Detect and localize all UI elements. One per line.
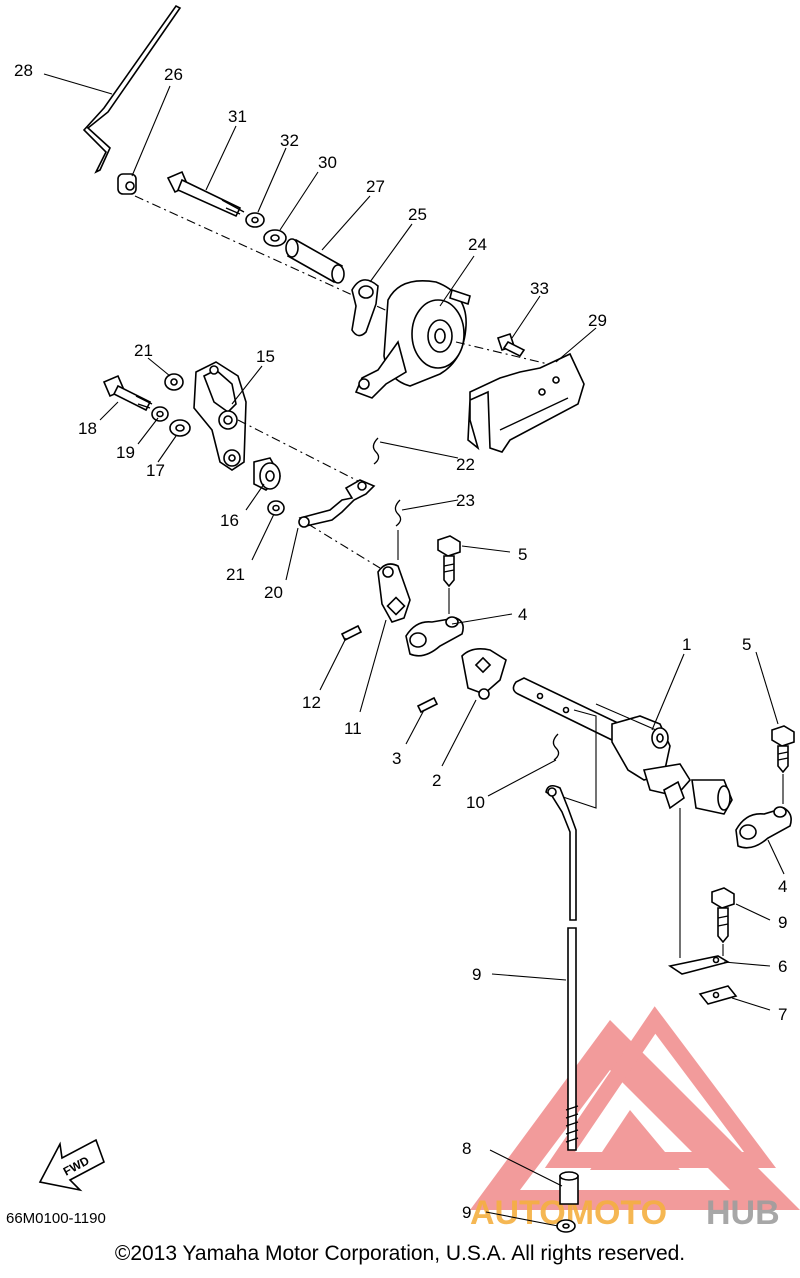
part-1-shaft (512, 677, 733, 815)
part-4-bracket-upper (405, 616, 464, 657)
part-2-bracket (461, 648, 507, 700)
label-2: 2 (432, 771, 441, 790)
part-31-bolt (166, 170, 245, 218)
part-4-bracket-right (735, 806, 792, 849)
label-17: 17 (146, 461, 165, 480)
part-21-washer-upper (164, 373, 184, 391)
label-32: 32 (280, 131, 299, 150)
part-5-bolt-right (771, 725, 795, 804)
part-14-pin (340, 624, 363, 642)
label-12: 10 (466, 793, 485, 812)
label-31: 31 (228, 107, 247, 126)
part-26-clip (117, 173, 137, 195)
part-9-rod (545, 784, 579, 1151)
label-28: 28 (14, 61, 33, 80)
part-6-plate (667, 955, 731, 975)
label-4-upper: 4 (518, 605, 527, 624)
part-29-bracket (467, 352, 585, 453)
part-11-nut (556, 1219, 576, 1233)
label-1: 1 (682, 635, 691, 654)
label-21-upper: 21 (134, 341, 153, 360)
label-20: 20 (264, 583, 283, 602)
part-18-bolt (102, 374, 153, 412)
label-15: 15 (256, 347, 275, 366)
label-5-upper: 5 (518, 545, 527, 564)
label-10: 8 (462, 1139, 471, 1158)
part-16-collar (253, 457, 281, 491)
part-5-bolt-upper (437, 535, 461, 614)
part-17-washer (169, 419, 191, 437)
leader-lines (43, 73, 785, 1227)
label-16: 16 (220, 511, 239, 530)
label-9: 9 (472, 965, 481, 984)
label-18: 18 (78, 419, 97, 438)
part-25-plate (351, 279, 379, 337)
part-24-cam (354, 280, 471, 399)
label-8: 9 (778, 913, 787, 932)
part-28-rod (82, 4, 182, 174)
part-27-sleeve (285, 238, 345, 284)
part-33-bolt (496, 332, 526, 358)
part-21-washer-lower (267, 500, 285, 516)
label-22: 22 (456, 455, 475, 474)
callout-labels: 28 26 31 32 30 27 25 24 33 29 21 15 18 1… (14, 61, 787, 1222)
label-14: 12 (302, 693, 321, 712)
copyright-notice: ©2013 Yamaha Motor Corporation, U.S.A. A… (114, 1242, 686, 1265)
watermark-logo (470, 1006, 800, 1210)
part-3-pin (416, 696, 439, 714)
part-10-nut (559, 1171, 579, 1205)
part-13-lever (377, 563, 411, 623)
label-21-lower: 21 (226, 565, 245, 584)
label-6: 6 (778, 957, 787, 976)
label-11: 9 (462, 1203, 471, 1222)
watermark-text-hub: HUB (706, 1194, 780, 1232)
part-8-bolt (711, 887, 735, 956)
part-19-washer (151, 406, 169, 422)
label-26: 26 (164, 65, 183, 84)
label-25: 25 (408, 205, 427, 224)
label-19: 19 (116, 443, 135, 462)
part-12-clip (552, 733, 560, 761)
part-20-link (298, 479, 376, 528)
label-33: 33 (530, 279, 549, 298)
label-23: 23 (456, 491, 475, 510)
fwd-arrow-icon: FWD (38, 1138, 105, 1192)
part-22-clip (372, 437, 380, 465)
part-15-lever (193, 361, 247, 471)
part-32-washer (245, 212, 265, 228)
part-30-washer (263, 229, 287, 247)
label-13: 11 (344, 719, 362, 738)
label-3: 3 (392, 749, 401, 768)
label-7: 7 (778, 1005, 787, 1024)
document-code: 66M0100-1190 (6, 1210, 106, 1227)
label-29: 29 (588, 311, 607, 330)
label-27: 27 (366, 177, 385, 196)
part-23-clip (394, 499, 402, 560)
label-30: 30 (318, 153, 337, 172)
label-24: 24 (468, 235, 487, 254)
label-5-right: 5 (742, 635, 751, 654)
part-7-plate (698, 985, 738, 1005)
label-4-right: 4 (778, 877, 787, 896)
